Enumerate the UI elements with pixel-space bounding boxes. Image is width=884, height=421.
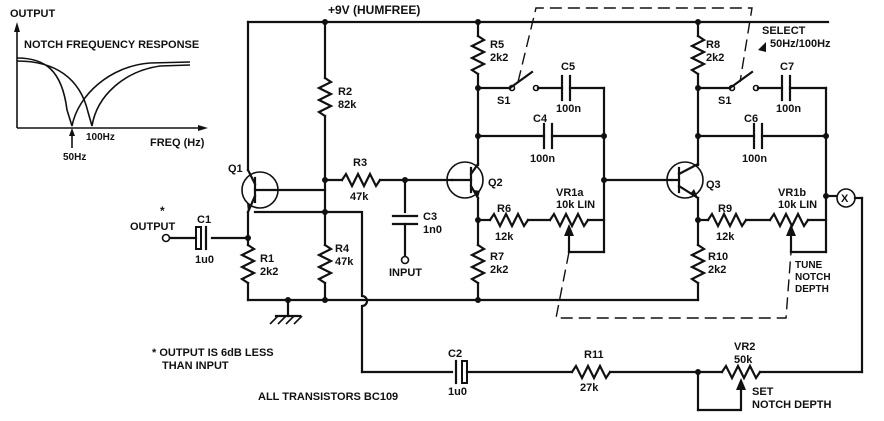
r4-label: R4 bbox=[335, 243, 350, 255]
r6-value: 12k bbox=[495, 231, 514, 243]
r7-label: R7 bbox=[490, 251, 504, 263]
r5-label: R5 bbox=[490, 39, 504, 51]
c1-label: C1 bbox=[197, 214, 211, 226]
graph-marker-50hz: 50Hz bbox=[63, 152, 86, 163]
c4-label: C4 bbox=[533, 113, 548, 125]
vr2-value: 50k bbox=[734, 354, 753, 366]
q2-label: Q2 bbox=[488, 177, 503, 189]
r8-label: R8 bbox=[706, 39, 720, 51]
c6-label: C6 bbox=[744, 113, 758, 125]
r10-value: 2k2 bbox=[708, 264, 726, 276]
graph-y-axis-label: OUTPUT bbox=[10, 8, 56, 20]
vr1b-value: 10k LIN bbox=[778, 199, 817, 211]
note-line-2: THAN INPUT bbox=[162, 360, 229, 372]
s1b-label: S1 bbox=[718, 95, 731, 107]
r3-value: 47k bbox=[350, 191, 369, 203]
c7-value: 100n bbox=[776, 103, 801, 115]
q3-stage: Q3 R8 2k2 S1 C7 100n C6 100n X bbox=[602, 19, 856, 302]
r8-value: 2k2 bbox=[706, 52, 724, 64]
c1-value: 1u0 bbox=[195, 254, 214, 266]
c4-value: 100n bbox=[530, 153, 555, 165]
note-line-1: * OUTPUT IS 6dB LESS bbox=[152, 347, 274, 359]
q3-label: Q3 bbox=[706, 179, 721, 191]
r5-value: 2k2 bbox=[490, 52, 508, 64]
supply-rails: +9V (HUMFREE) bbox=[246, 3, 830, 325]
c2-label: C2 bbox=[448, 348, 462, 360]
vr1a-value: 10k LIN bbox=[556, 199, 595, 211]
output-label: OUTPUT bbox=[130, 221, 176, 233]
tune-label-1: TUNE bbox=[795, 260, 823, 271]
c6-value: 100n bbox=[742, 153, 767, 165]
r7-value: 2k2 bbox=[490, 264, 508, 276]
r11-value: 27k bbox=[580, 382, 599, 394]
r10-label: R10 bbox=[708, 251, 728, 263]
c3-label: C3 bbox=[423, 211, 437, 223]
r1-label: R1 bbox=[260, 253, 274, 265]
q2-stage: R5 2k2 Q2 S1 C5 100n C4 100n bbox=[446, 20, 607, 302]
graph-x-axis-label: FREQ (Hz) bbox=[150, 137, 205, 149]
notch-response-graph: OUTPUT NOTCH FREQUENCY RESPONSE 50Hz 100… bbox=[10, 8, 208, 163]
c5-value: 100n bbox=[556, 103, 581, 115]
node-x-label: X bbox=[841, 193, 849, 205]
set-label-2: NOTCH DEPTH bbox=[752, 399, 832, 411]
bias-network: R2 82k R4 47k R3 47k C3 1n0 INPUT bbox=[253, 20, 454, 374]
vr1a-label: VR1a bbox=[556, 187, 584, 199]
r2-label: R2 bbox=[338, 86, 352, 98]
r2-value: 82k bbox=[338, 99, 357, 111]
c5-label: C5 bbox=[561, 61, 575, 73]
select-freq-label: 50Hz/100Hz bbox=[770, 38, 831, 50]
output-star: * bbox=[160, 204, 165, 218]
transistor-note: ALL TRANSISTORS BC109 bbox=[258, 391, 398, 403]
graph-marker-100hz: 100Hz bbox=[86, 132, 115, 143]
input-label: INPUT bbox=[389, 267, 422, 279]
q1-label: Q1 bbox=[228, 163, 243, 175]
vr2-label: VR2 bbox=[734, 341, 755, 353]
r4-value: 47k bbox=[335, 256, 354, 268]
tune-label-2: NOTCH bbox=[795, 272, 831, 283]
c3-value: 1n0 bbox=[423, 224, 442, 236]
r11-label: R11 bbox=[584, 349, 604, 361]
r9-value: 12k bbox=[716, 231, 735, 243]
c7-label: C7 bbox=[780, 61, 794, 73]
tune-label-3: DEPTH bbox=[795, 284, 829, 295]
c2-value: 1u0 bbox=[448, 386, 467, 398]
depth-feedback: C2 1u0 R11 27k VR2 50k SET NOTCH DEPTH bbox=[360, 196, 864, 412]
vr1b-label: VR1b bbox=[778, 187, 806, 199]
ganged-switch-outline bbox=[517, 7, 753, 83]
r9-label: R9 bbox=[718, 203, 732, 215]
s1a-label: S1 bbox=[497, 95, 510, 107]
ganged-pot-outline bbox=[555, 251, 792, 319]
graph-title: NOTCH FREQUENCY RESPONSE bbox=[24, 39, 199, 51]
supply-label: +9V (HUMFREE) bbox=[328, 3, 420, 17]
select-label: SELECT bbox=[762, 25, 806, 37]
r6-label: R6 bbox=[497, 203, 511, 215]
q1-stage: Q1 R1 2k2 C1 1u0 * OUTPUT bbox=[130, 20, 327, 302]
r1-value: 2k2 bbox=[260, 266, 278, 278]
set-label-1: SET bbox=[752, 386, 774, 398]
r3-label: R3 bbox=[353, 157, 367, 169]
